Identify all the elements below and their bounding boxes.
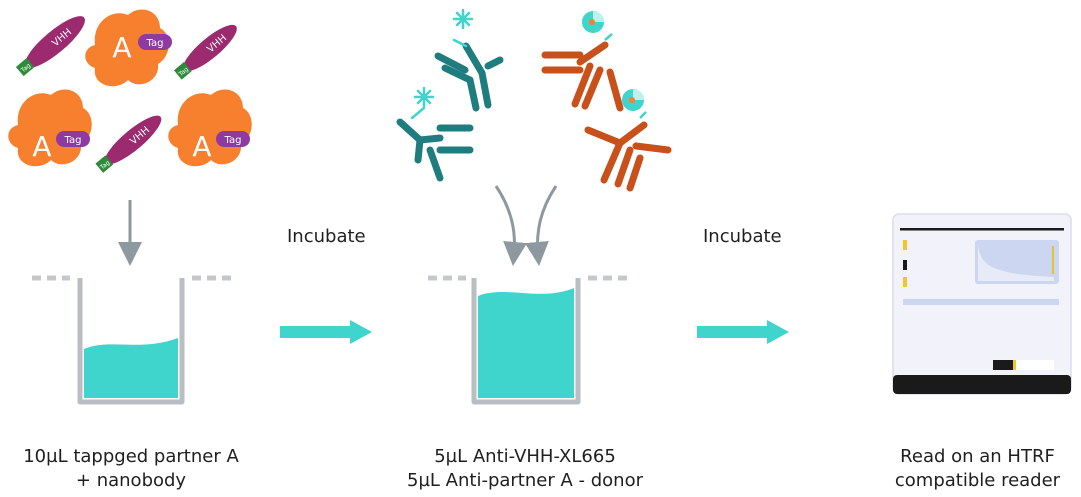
anti-partner-a-donor-antibody-2 <box>584 121 672 192</box>
curved-arrow-icon <box>524 185 558 266</box>
terbium-donor-icon <box>582 11 613 41</box>
step-2-caption-line-1: 5µL Anti-VHH-XL665 <box>434 446 616 467</box>
nanobody-vhh-2: VHH Tag <box>173 24 237 80</box>
terbium-donor-icon <box>622 89 647 119</box>
anti-partner-a-donor-antibody-1 <box>541 41 624 112</box>
nanobody-vhh-3: VHH Tag <box>95 115 162 173</box>
liquid <box>478 288 574 398</box>
incubate-label-2: Incubate <box>703 226 782 247</box>
step-1-caption-line-2: + nanobody <box>75 470 187 491</box>
step-3-caption-line-2: compatible reader <box>894 470 1061 491</box>
tag-label: Tag <box>64 135 82 146</box>
step-1-caption-line-1: 10µL tappged partner A <box>23 446 239 467</box>
well-1 <box>32 275 232 405</box>
transition-arrow-icon <box>280 320 372 344</box>
step-3-caption: Read on an HTRF compatible reader <box>880 445 1075 493</box>
partner-a-molecule-2: A Tag <box>8 89 92 167</box>
well-2 <box>428 275 628 405</box>
step-3-caption-line-1: Read on an HTRF <box>900 446 1055 467</box>
partner-a-molecule-1: A Tag <box>85 9 172 87</box>
xl665-acceptor-icon <box>452 8 474 48</box>
step-2-caption: 5µL Anti-VHH-XL665 5µL Anti-partner A - … <box>380 445 670 493</box>
tag-label: Tag <box>224 135 242 146</box>
anti-vhh-xl665-antibody-2 <box>396 118 474 182</box>
partner-a-letter: A <box>32 130 51 163</box>
partner-a-molecule-3: A Tag <box>168 89 252 167</box>
incubate-label-1: Incubate <box>287 226 366 247</box>
partner-a-letter: A <box>192 130 211 163</box>
liquid <box>84 338 178 398</box>
step-1-caption: 10µL tappged partner A + nanobody <box>0 445 262 493</box>
nanobody-vhh-1: VHH Tag <box>15 16 85 77</box>
transition-arrow-icon <box>697 320 789 344</box>
anti-vhh-xl665-antibody-1 <box>434 42 504 112</box>
tag-label: Tag <box>146 38 164 49</box>
xl665-acceptor-icon <box>410 86 435 120</box>
partner-a-letter: A <box>112 31 131 64</box>
step-2-caption-line-2: 5µL Anti-partner A - donor <box>407 470 643 491</box>
curved-arrow-icon <box>494 185 528 266</box>
htrf-reader-icon <box>892 213 1072 395</box>
